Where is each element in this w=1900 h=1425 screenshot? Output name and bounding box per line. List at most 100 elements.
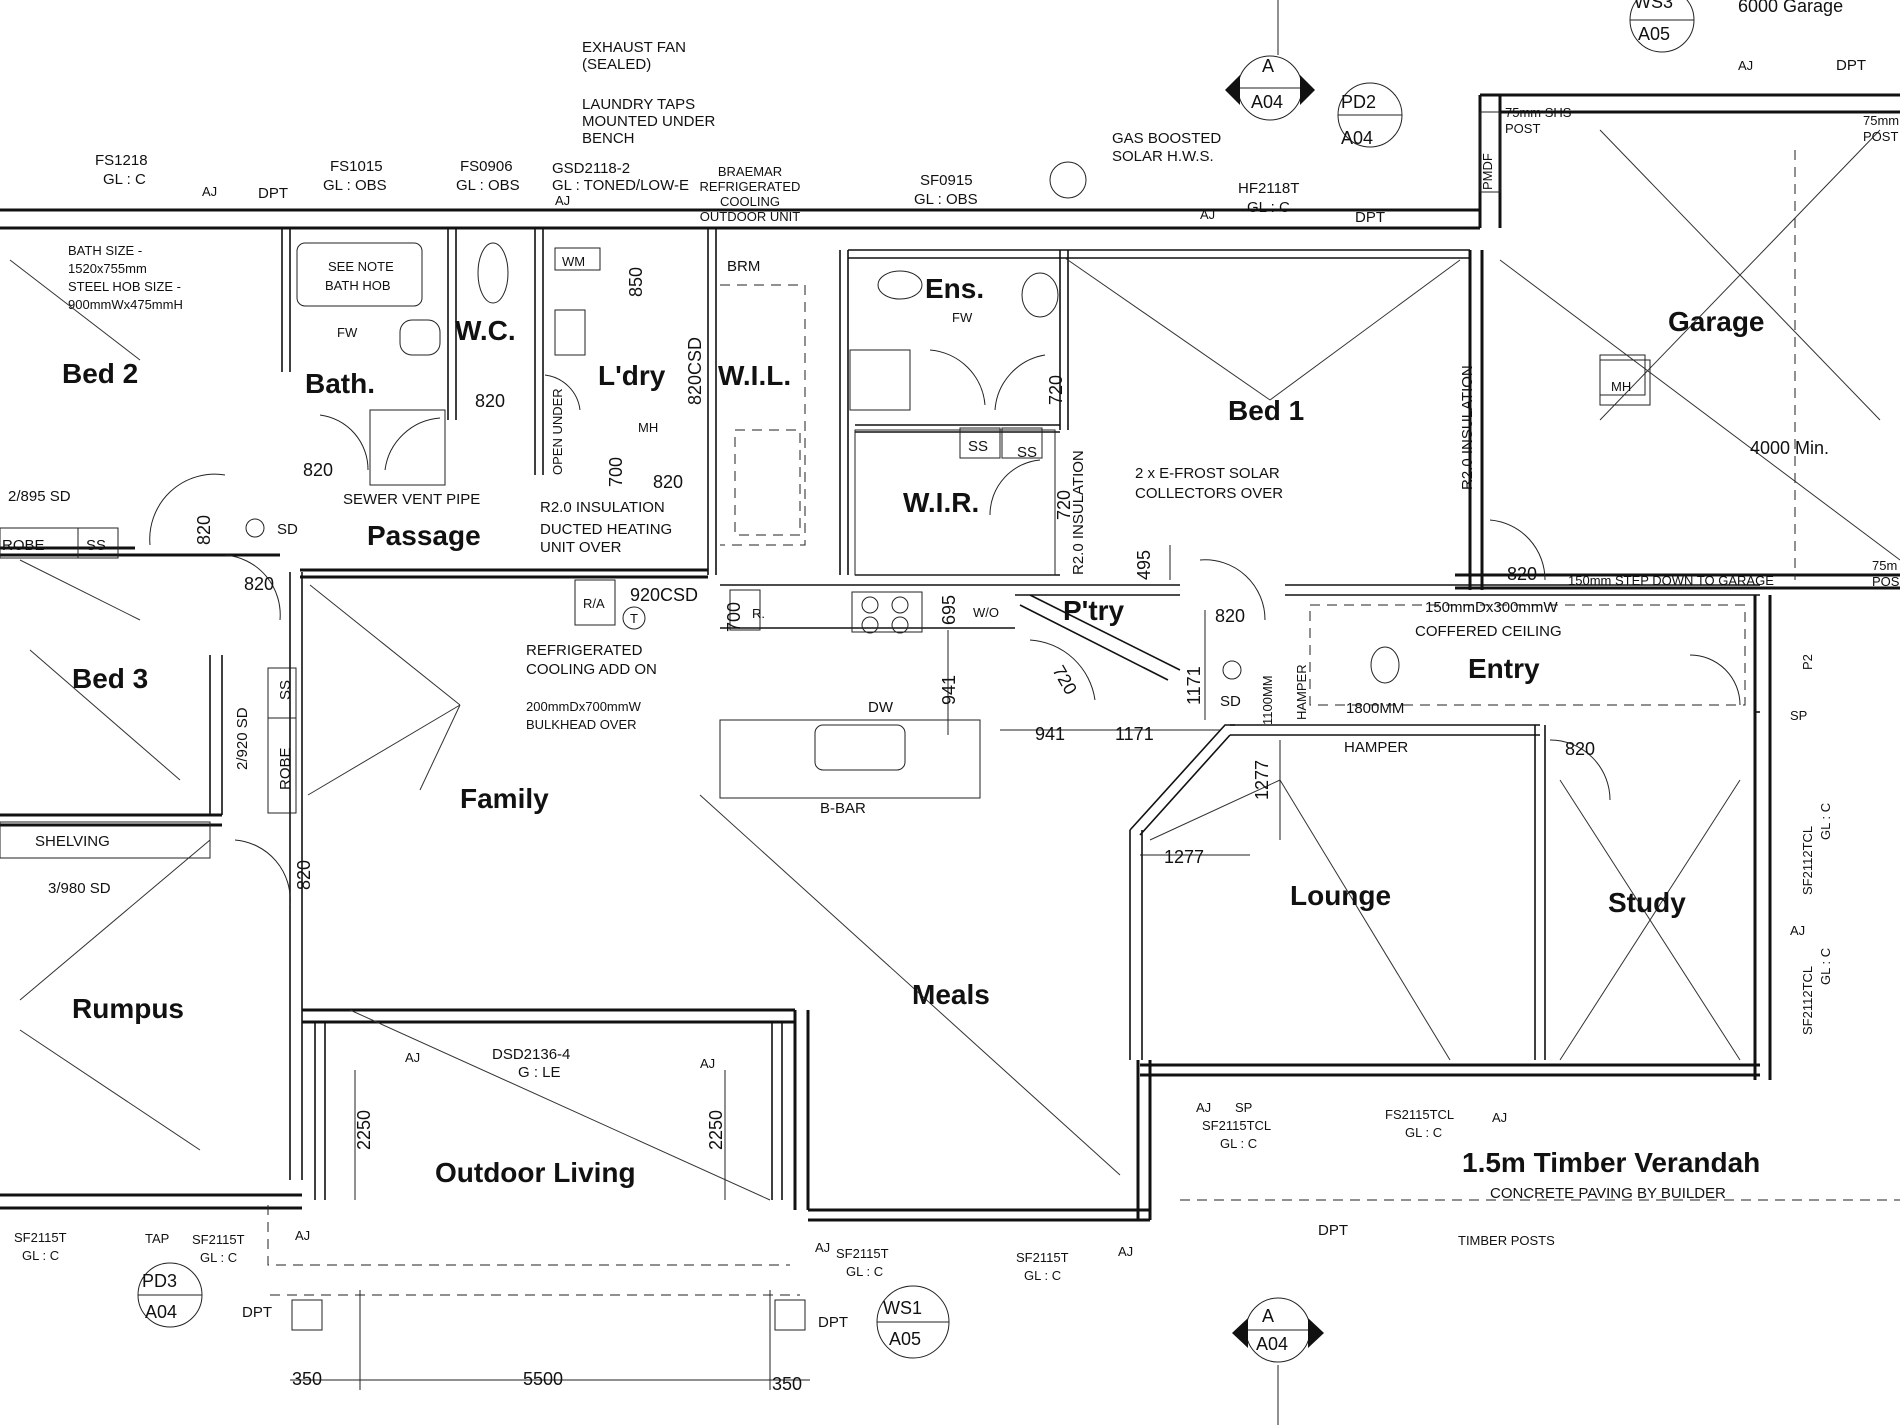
dims-d695-label: 695: [939, 595, 959, 625]
fixtures-ss3-label: SS: [86, 537, 106, 554]
fixtures-ra-label: R/A: [583, 596, 605, 611]
dims-d700b-label: 700: [724, 602, 744, 632]
room-wir: W.I.R.: [903, 487, 979, 518]
fixtures-sp-label: SP: [1235, 1100, 1252, 1115]
dims-d720c-label: 720: [1049, 662, 1081, 698]
fixtures-sf2112tcl-a-label: SF2112TCL: [1800, 826, 1815, 895]
fixtures-gl-obs3-label: GL : OBS: [914, 191, 978, 208]
room-bed1: Bed 1: [1228, 395, 1304, 426]
window-codes: FS1218 GL : C FS1015 GL : OBS FS0906 GL …: [2, 152, 1833, 1283]
annot-sec-a-label: A: [1262, 56, 1274, 76]
door-swings: [149, 349, 1741, 906]
dimensions: 820 820 820 820 820 820 820 820 820 850 …: [194, 267, 1595, 1394]
annot-dpt-label: DPT: [818, 1314, 848, 1331]
fixtures-bbar-label: B-BAR: [820, 800, 866, 817]
fixtures-glc-e-label: GL : C: [1220, 1136, 1257, 1151]
fixtures-sf2115tcl-label: SF2115TCL: [1202, 1118, 1271, 1133]
dims-d720b-label: 720: [1054, 490, 1074, 520]
fixtures-hf2118t-label: HF2118T: [1238, 180, 1299, 197]
dims-d820-pass2-label: 820: [244, 574, 274, 594]
fixtures-robe2-label: ROBE: [277, 747, 294, 790]
room-outdoor-living: Outdoor Living: [435, 1157, 636, 1188]
notes-garage-min-label: 4000 Min.: [1750, 438, 1829, 458]
dims-d5500-label: 5500: [523, 1369, 563, 1389]
fixtures-mh2-label: MH: [1611, 379, 1631, 394]
notes-taps-3-label: BENCH: [582, 130, 635, 147]
room-wc: W.C.: [455, 315, 516, 346]
fixtures-sf2112tcl-b-label: SF2112TCL: [1800, 966, 1815, 1035]
notes-ducted-1-label: DUCTED HEATING: [540, 521, 672, 538]
annot-sec-a-ref-label: A04: [1251, 92, 1283, 112]
fixtures-glc-d-label: GL : C: [1024, 1268, 1061, 1283]
notes-bath-size-1-label: BATH SIZE -: [68, 243, 142, 258]
fixtures-dsd-label: DSD2136-4: [492, 1046, 570, 1063]
annot-dpt-label: DPT: [242, 1304, 272, 1321]
dimension-lines: [290, 545, 1281, 1390]
fixtures-gl-obs2-label: GL : OBS: [456, 177, 520, 194]
dims-d941a-label: 941: [939, 675, 959, 705]
notes-sewer-label: SEWER VENT PIPE: [343, 491, 480, 508]
notes-coffered-2-label: COFFERED CEILING: [1415, 623, 1562, 640]
room-pantry: P'try: [1063, 595, 1125, 626]
room-family: Family: [460, 783, 549, 814]
notes-refrig-2-label: COOLING ADD ON: [526, 661, 657, 678]
annot-sec-a2-ref-label: A04: [1256, 1334, 1288, 1354]
fixtures-ss2-label: SS: [1017, 444, 1037, 461]
notes-shs-r1-label: 75mm: [1863, 113, 1899, 128]
notes-hamper-v-label: HAMPER: [1294, 664, 1309, 720]
room-ensuite: Ens.: [925, 273, 984, 304]
annot-aj-label: AJ: [295, 1228, 310, 1243]
room-hatch: [9, 129, 1900, 1201]
room-study: Study: [1608, 887, 1686, 918]
notes-braemar-2-label: REFRIGERATED: [700, 179, 801, 194]
fixtures-glc-f-label: GL : C: [1405, 1125, 1442, 1140]
fixtures-sf0915-label: SF0915: [920, 172, 973, 189]
dims-d920csd-label: 920CSD: [630, 585, 698, 605]
dims-d495-label: 495: [1134, 550, 1154, 580]
notes-see-note-2-label: BATH HOB: [325, 278, 391, 293]
notes-efrost-1-label: 2 x E-FROST SOLAR: [1135, 465, 1280, 482]
section-markers: [137, 0, 1695, 1425]
dims-d1277b-label: 1277: [1164, 847, 1204, 867]
notes-shs-2-label: POST: [1505, 121, 1540, 136]
fixtures: [0, 111, 1651, 1331]
fixtures-fs1015-label: FS1015: [330, 158, 383, 175]
fixtures-mh-label: MH: [638, 420, 658, 435]
notes-gas-2-label: SOLAR H.W.S.: [1112, 148, 1214, 165]
dashed-outlines: [267, 150, 1900, 1296]
room-bed3: Bed 3: [72, 663, 148, 694]
fixtures-shelving-label: SHELVING: [35, 833, 110, 850]
notes-refrig-1-label: REFRIGERATED: [526, 642, 643, 659]
notes-bath-size-2-label: 1520x755mm: [68, 261, 147, 276]
notes-bulkhead-2-label: BULKHEAD OVER: [526, 717, 637, 732]
annot-ws3-ref-label: A05: [1638, 24, 1670, 44]
fixtures-gl-obs-label: GL : OBS: [323, 177, 387, 194]
fixtures-sf2115t-c-label: SF2115T: [836, 1246, 889, 1261]
annot-aj-label: AJ: [202, 184, 217, 199]
fixtures-r-label: R.: [752, 606, 765, 621]
notes-shs-1-label: 75mm SHS: [1505, 105, 1572, 120]
annot-ws3-label: WS3: [1634, 0, 1673, 12]
notes-efrost-2-label: COLLECTORS OVER: [1135, 485, 1283, 502]
fixtures-sf2115t-b-label: SF2115T: [192, 1232, 245, 1247]
fixtures-ss4-label: SS: [277, 680, 294, 700]
dims-d2250b-label: 2250: [706, 1110, 726, 1150]
fixtures-sd2-label: SD: [1220, 693, 1241, 710]
notes-r20-vert-label: R2.0 INSULATION: [1459, 365, 1476, 490]
dims-d350b-label: 350: [772, 1374, 802, 1394]
annot-aj-label: AJ: [555, 193, 570, 208]
fixtures-robe-2920-label: 2/920 SD: [234, 707, 251, 770]
notes-shs-r2-label: POST: [1863, 129, 1898, 144]
fixtures-sf2115t-d-label: SF2115T: [1016, 1250, 1069, 1265]
annot-aj-label: AJ: [1118, 1244, 1133, 1259]
annot-aj-label: AJ: [1200, 207, 1215, 222]
fixtures-brm-label: BRM: [727, 258, 760, 275]
dims-d820-entry-label: 820: [1215, 606, 1245, 626]
notes-hamper-1800-label: 1800MM: [1346, 700, 1404, 717]
dims-d1171a-label: 1171: [1115, 724, 1154, 744]
fixtures-gl-c2-label: GL : C: [1247, 199, 1290, 216]
notes-braemar-4-label: OUTDOOR UNIT: [700, 209, 800, 224]
fixtures-fw2-label: FW: [952, 310, 973, 325]
dims-d820-pass1-label: 820: [194, 515, 214, 545]
